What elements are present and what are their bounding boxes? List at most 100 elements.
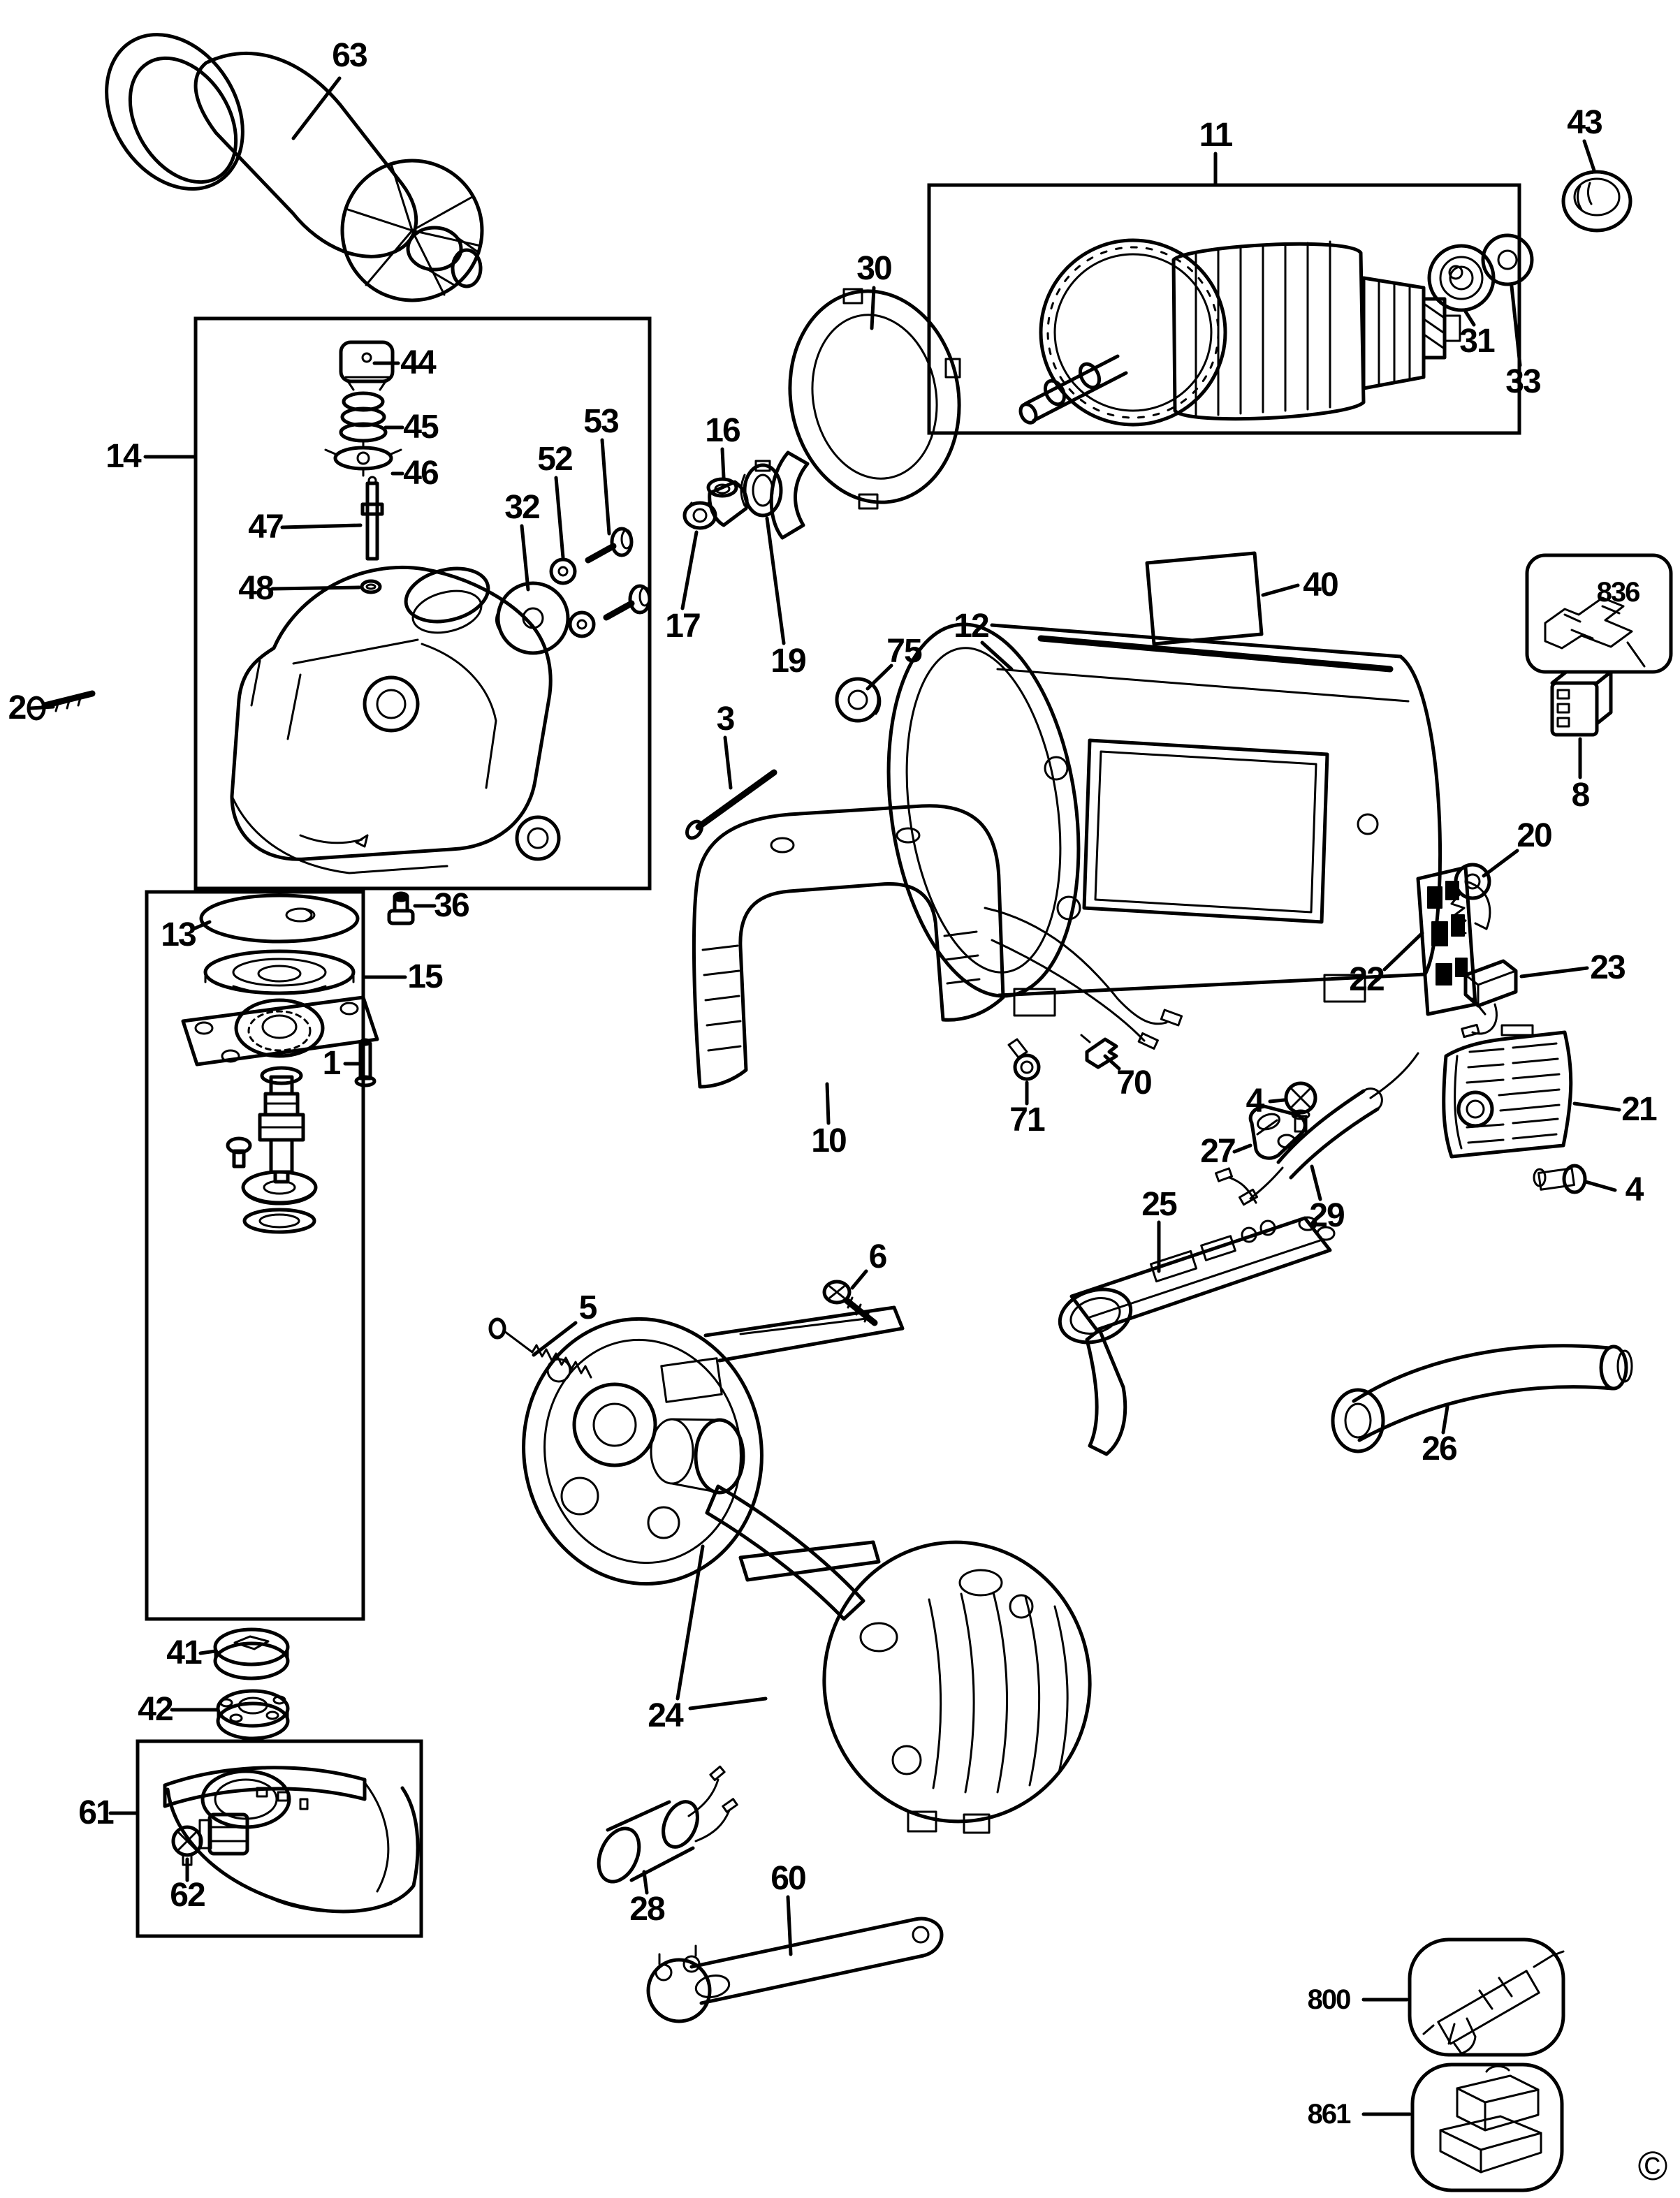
part-label-36: 36: [434, 887, 469, 924]
part-label-28: 28: [629, 1891, 665, 1928]
leader-line-31: [1463, 309, 1476, 327]
screw-small: [226, 1136, 252, 1168]
leader-line-21: [1572, 1101, 1621, 1112]
leader-line-32: [520, 524, 530, 592]
part-label-75: 75: [886, 633, 922, 670]
washer-33: [1481, 233, 1534, 286]
part-label-13: 13: [161, 916, 196, 953]
sleeve-43: [1561, 170, 1632, 233]
leader-line-4b: [1584, 1180, 1617, 1192]
leader-line-60: [786, 1895, 793, 1956]
grille-cover-21: [1442, 1024, 1573, 1159]
leader-line-26: [1441, 1405, 1449, 1435]
part-label-8: 8: [1571, 777, 1591, 814]
part-label-48: 48: [238, 570, 274, 607]
part-label-24: 24: [648, 1697, 683, 1734]
leader-line-48: [270, 585, 361, 591]
group-861: [1410, 2063, 1564, 2192]
nameplate-40: [1145, 551, 1264, 646]
part-label-2: 2: [8, 689, 27, 726]
part-label-19: 19: [770, 643, 806, 680]
part-label-60: 60: [770, 1860, 806, 1897]
pin-1: [354, 1038, 377, 1087]
leader-line-4a: [1268, 1098, 1286, 1104]
inner-flange-41: [213, 1627, 290, 1680]
valve-shaft-47: [360, 476, 384, 561]
group-836: [1525, 553, 1673, 674]
group-61: [136, 1739, 423, 1938]
spanner-60: [646, 1917, 944, 2023]
leader-line-13: [191, 920, 212, 931]
group-14: [193, 316, 652, 891]
carbon-brush-23: [1461, 959, 1518, 1039]
part-label-21: 21: [1621, 1091, 1657, 1128]
group-800: [1408, 1937, 1565, 2057]
leader-line-28: [642, 1870, 649, 1895]
part-label-22: 22: [1349, 961, 1385, 998]
part-label-42: 42: [138, 1691, 173, 1728]
leader-line-2: [29, 705, 55, 710]
part-label-800: 800: [1307, 1984, 1352, 2015]
brush-holder-22: [1416, 865, 1491, 1016]
nut-17: [682, 501, 717, 530]
leader-line-43: [1582, 139, 1596, 173]
leader-line-53: [600, 438, 611, 536]
leader-line-23: [1519, 966, 1589, 979]
leader-line-22: [1382, 931, 1424, 972]
part-label-5: 5: [578, 1289, 598, 1326]
part-label-6: 6: [868, 1238, 888, 1275]
leader-line-33: [1510, 284, 1522, 367]
cord-clamp-27: [1248, 1104, 1307, 1160]
screw-5: [488, 1317, 592, 1379]
part-label-861: 861: [1307, 2099, 1352, 2130]
spade-terminal-70: [1080, 1034, 1118, 1069]
part-label-47: 47: [248, 508, 284, 545]
part-label-16: 16: [705, 412, 740, 449]
bearing-flange: [181, 995, 379, 1067]
part-label-30: 30: [856, 250, 892, 287]
housing-half-right: [705, 1484, 1092, 1834]
part-label-52: 52: [537, 441, 573, 478]
leader-line-27: [1232, 1143, 1252, 1154]
thrust-washer: [241, 1170, 318, 1206]
brush-clip-836: [1544, 596, 1646, 668]
part-label-23: 23: [1590, 949, 1626, 986]
part-label-26: 26: [1422, 1430, 1457, 1467]
part-label-61: 61: [78, 1794, 114, 1831]
leader-line-10: [825, 1082, 831, 1125]
part-label-45: 45: [403, 409, 439, 446]
leader-line-30: [870, 286, 876, 330]
group-11: [927, 183, 1521, 435]
part-label-43: 43: [1567, 104, 1602, 141]
disc-13: [199, 893, 360, 944]
part-label-53: 53: [583, 403, 619, 440]
side-handle-drawing: [105, 33, 484, 302]
part-label-10: 10: [811, 1122, 847, 1159]
group-15: [145, 890, 365, 1621]
leader-line-41: [198, 1649, 217, 1655]
field-coil-10: [692, 804, 1183, 1089]
housing-half-left: [522, 1305, 905, 1586]
part-label-copyright: ©: [1637, 2144, 1668, 2189]
switch-module-25: [1058, 1216, 1336, 1456]
leader-line-24: [675, 1544, 705, 1701]
part-label-71: 71: [1009, 1101, 1045, 1138]
leader-line-63: [291, 76, 342, 140]
ring-terminal-71: [1007, 1038, 1041, 1081]
leader-line-5: [532, 1321, 578, 1357]
part-label-836: 836: [1596, 577, 1641, 608]
leader-line-17: [680, 530, 699, 610]
part-label-25: 25: [1141, 1186, 1177, 1223]
part-label-1: 1: [322, 1045, 342, 1082]
part-label-41: 41: [166, 1634, 202, 1671]
hose-26: [1331, 1344, 1633, 1453]
leader-line-47: [280, 523, 363, 529]
part-label-3: 3: [716, 701, 736, 738]
part-label-32: 32: [504, 489, 540, 526]
leader-line-3: [723, 735, 733, 790]
wheel-guard-drawing: [163, 1766, 420, 1914]
capacitor-28: [597, 1765, 738, 1884]
